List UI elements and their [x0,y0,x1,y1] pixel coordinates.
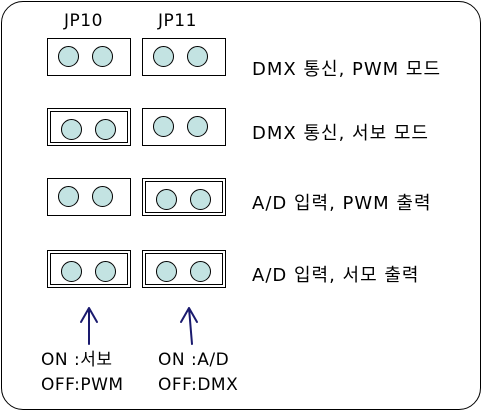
row1-label: DMX 통신, PWM 모드 [252,59,442,80]
jp10-jumper-row2 [47,108,131,146]
jp10-pin-1 [58,46,79,67]
jp10-pin-2 [95,119,116,140]
jp11-pin-1 [156,261,177,282]
jp10-legend: ON :서보 OFF:PWM [41,348,124,398]
jp11-pin-1 [156,189,177,210]
jp11-jumper-row2 [142,108,226,146]
jp10-pin-1 [58,186,79,207]
jp11-jumper-row1 [142,38,226,76]
jp11-pin-1 [153,116,174,137]
jp11-pin-1 [153,46,174,67]
jp10-jumper-row1 [47,38,131,76]
jp10-pin-2 [95,261,116,282]
row4-label: A/D 입력, 서모 출력 [252,265,420,286]
jp10-jumper-row3 [47,178,131,216]
jp11-pin-2 [190,189,211,210]
jp11-header: JP11 [158,11,197,31]
jp11-arrow-icon [180,307,198,345]
jp10-header: JP10 [64,11,103,31]
jp10-arrow-icon [80,307,98,345]
row3-label: A/D 입력, PWM 출력 [252,193,432,214]
jp11-legend: ON :A/D OFF:DMX [158,348,238,398]
jp11-pin-2 [190,261,211,282]
jp10-legend-on: ON :서보 [41,350,113,370]
jp11-jumper-row4 [142,250,226,288]
jp11-legend-on: ON :A/D [158,350,230,370]
jp10-pin-2 [92,186,113,207]
jp10-pin-2 [92,46,113,67]
row2-label: DMX 통신, 서보 모드 [252,123,429,144]
jp11-jumper-row3 [142,178,226,216]
jp10-legend-off: OFF:PWM [41,375,124,395]
jp10-pin-1 [61,119,82,140]
jp11-pin-2 [187,46,208,67]
jp11-pin-2 [187,116,208,137]
jp11-legend-off: OFF:DMX [158,375,239,395]
jp10-jumper-row4 [47,250,131,288]
jp10-pin-1 [61,261,82,282]
